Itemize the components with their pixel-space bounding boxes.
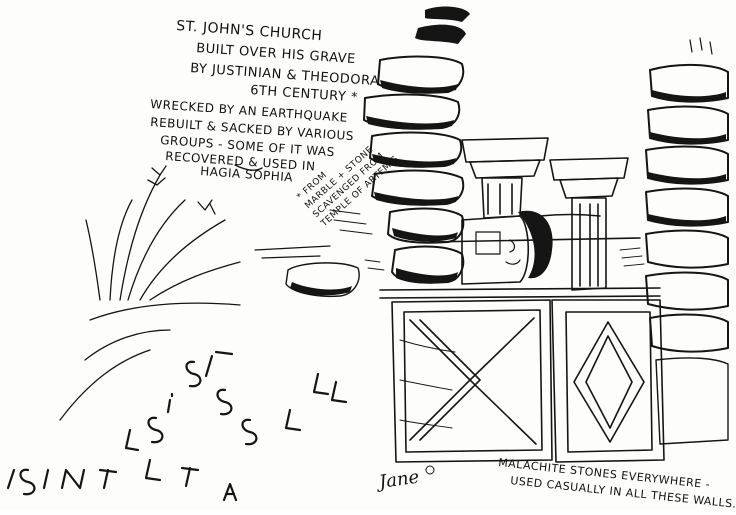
right-stone-wall <box>645 37 729 445</box>
artist-signature: Jane <box>374 465 435 494</box>
copyright-mark-icon <box>425 465 435 475</box>
grass-plant-sketch <box>59 164 263 421</box>
history-note: WRECKED BY AN EARTHQUAKE REBUILT & SACKE… <box>150 97 355 184</box>
stone-rubble-sketch <box>254 245 360 298</box>
stacked-stone-column <box>363 6 470 284</box>
ledge-wall <box>379 213 661 299</box>
geometric-marble-panels <box>391 299 665 463</box>
carved-face-fragment <box>461 210 553 285</box>
carved-inscription-letters <box>6 350 348 502</box>
signature-text: Jane <box>374 467 421 494</box>
hatching-texture <box>329 209 645 271</box>
caption-note: MALACHITE STONES EVERYWHERE - USED CASUA… <box>498 456 736 511</box>
ionic-column-right <box>549 157 629 291</box>
history-line: HAGIA SOPHIA <box>200 164 294 184</box>
ionic-column-left <box>461 137 549 219</box>
title-note: ST. JOHN'S CHURCH BUILT OVER HIS GRAVE B… <box>176 18 380 105</box>
